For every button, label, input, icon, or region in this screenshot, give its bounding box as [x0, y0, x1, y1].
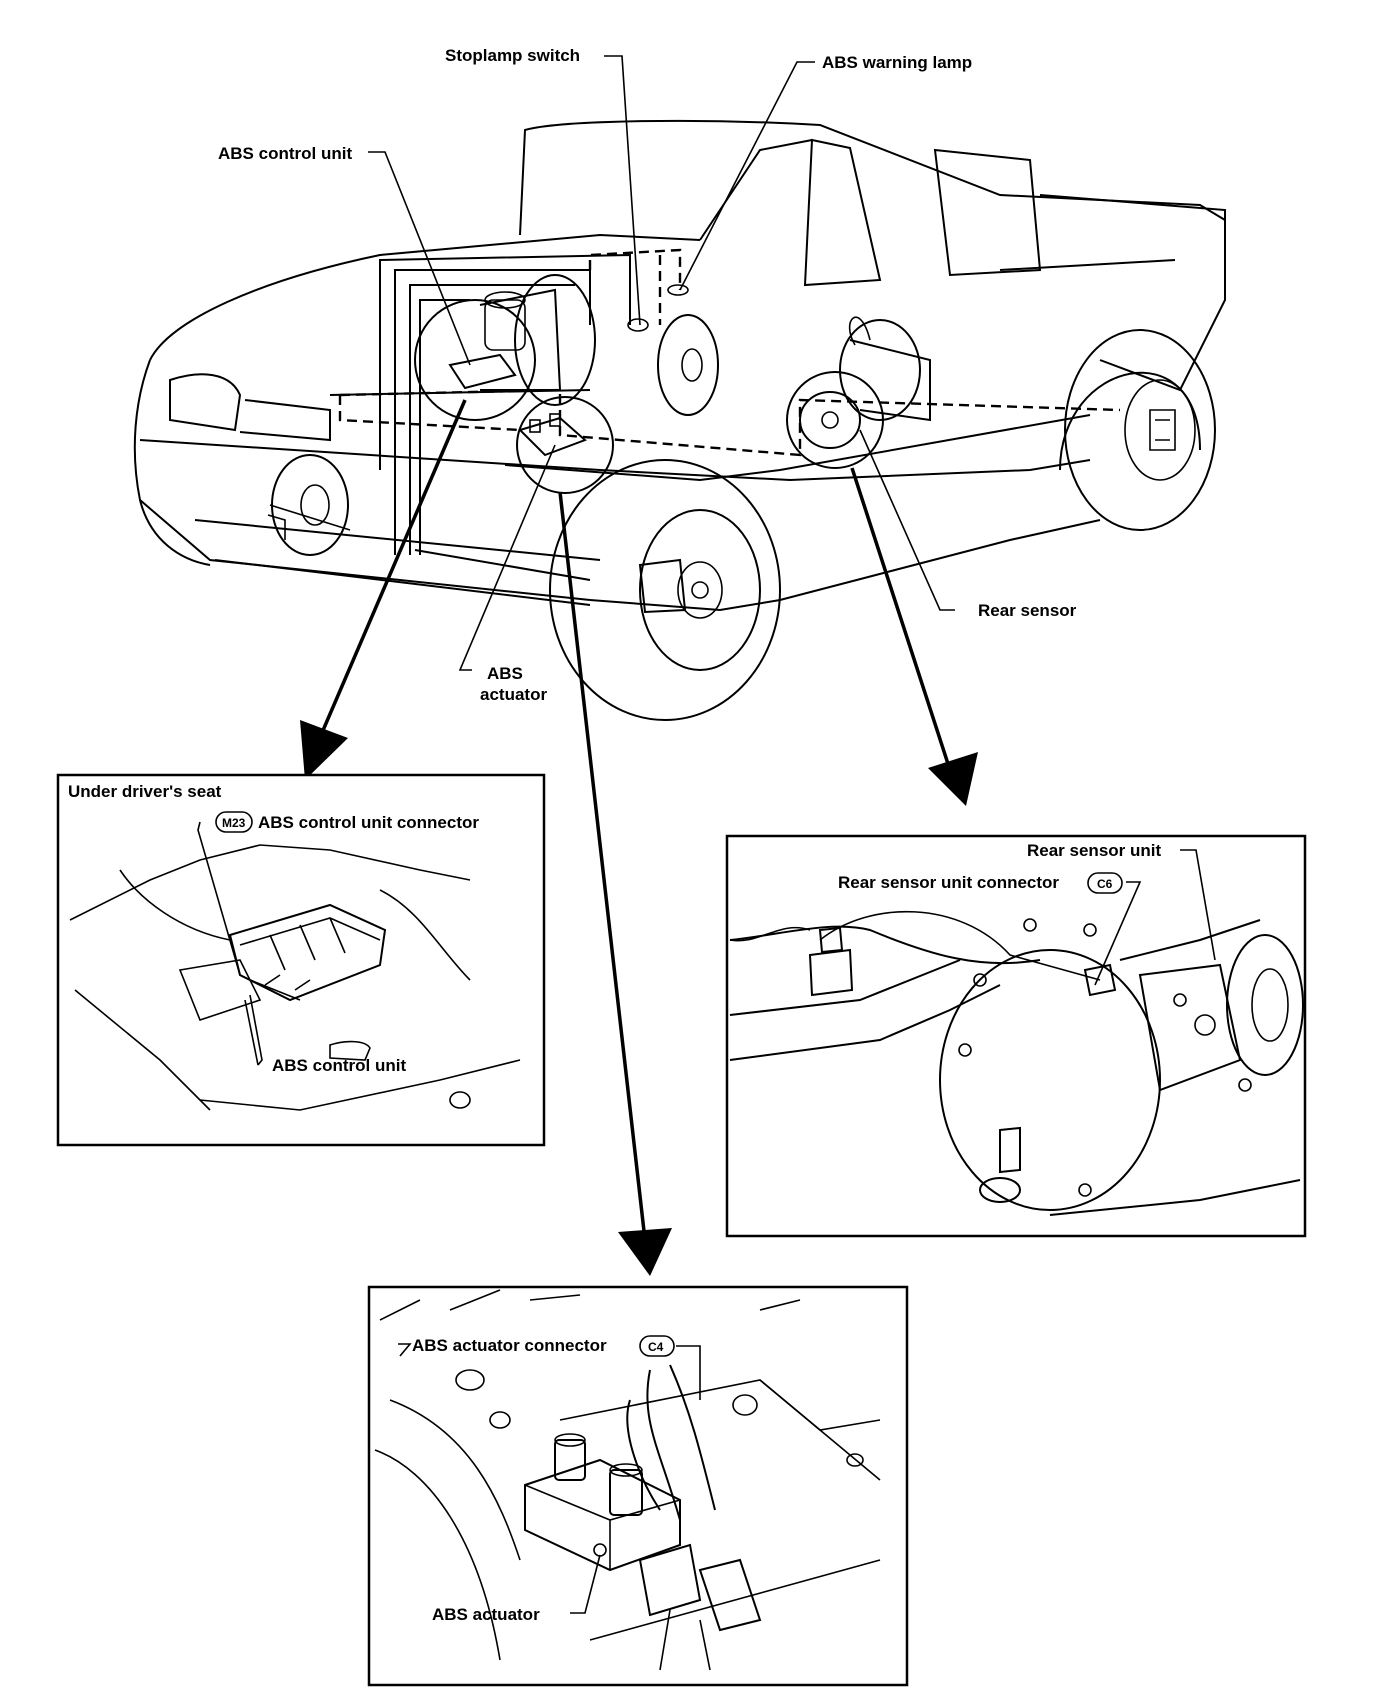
label-abs-actuator-line1: ABS — [487, 664, 523, 683]
label-stoplamp-switch: Stoplamp switch — [445, 46, 580, 65]
badge-c6-text: C6 — [1097, 877, 1113, 891]
label-abs-warning-lamp: ABS warning lamp — [822, 53, 972, 72]
panel-rear-connector-label: Rear sensor unit connector — [838, 873, 1059, 892]
truck-illustration — [133, 119, 1226, 721]
arrow-to-rear-panel — [928, 752, 978, 806]
badge-m23 — [215, 811, 253, 833]
panel-seat-title: Under driver's seat — [68, 782, 222, 801]
panel-seat-unit-label: ABS control unit — [272, 1056, 406, 1075]
badge-c4 — [639, 1335, 675, 1357]
badge-m23-text: M23 — [222, 816, 246, 830]
leader-lines — [368, 55, 955, 671]
panel-actuator-unit-label: ABS actuator — [432, 1605, 540, 1624]
panel-actuator-connector-label: ABS actuator connector — [412, 1336, 607, 1355]
label-abs-control-unit: ABS control unit — [218, 144, 352, 163]
arrow-to-seat-panel — [300, 720, 348, 780]
main-labels: Stoplamp switch ABS warning lamp ABS con… — [218, 46, 1077, 704]
panel-rear-unit-label: Rear sensor unit — [1027, 841, 1161, 860]
label-abs-actuator-line2: actuator — [480, 685, 547, 704]
pointer-arrows — [300, 399, 978, 1276]
arrow-to-actuator-panel — [618, 1228, 672, 1276]
panel-abs-actuator: ABS actuator connector C4 ABS actuator — [367, 1285, 909, 1687]
panel-under-drivers-seat: Under driver's seat M23 ABS control unit… — [56, 773, 546, 1147]
panel-seat-connector-label: ABS control unit connector — [258, 813, 479, 832]
label-rear-sensor: Rear sensor — [978, 601, 1077, 620]
badge-c4-text: C4 — [648, 1340, 664, 1354]
badge-c6 — [1087, 872, 1123, 894]
panel-rear-sensor: Rear sensor unit Rear sensor unit connec… — [725, 834, 1307, 1238]
